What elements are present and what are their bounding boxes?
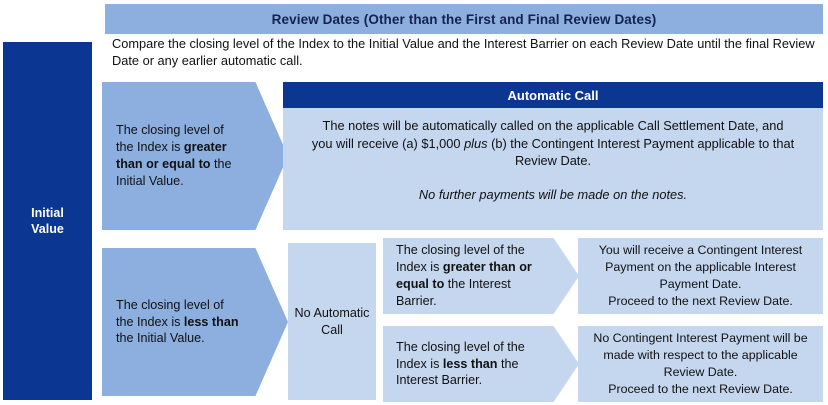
automatic-call-paragraph-2: No further payments will be made on the … [418, 186, 688, 202]
branch-ge-condition-text: The closing level of the Index is greate… [116, 123, 232, 188]
no-automatic-call-label: No Automatic Call [294, 305, 370, 337]
automatic-call-title: Automatic Call [507, 87, 599, 103]
barrier-ge-condition-text: The closing level of the Index is greate… [396, 243, 532, 308]
intro-paragraph: Compare the closing level of the Index t… [112, 36, 815, 68]
review-dates-banner: Review Dates (Other than the First and F… [105, 4, 823, 34]
automatic-call-body: The notes will be automatically called o… [283, 108, 823, 204]
branch-greater-equal-initial-value: The closing level of the Index is greate… [102, 82, 288, 230]
barrier-lt-condition-text: The closing level of the Index is less t… [396, 339, 525, 388]
outcome-contingent-interest-paid: You will receive a Contingent Interest P… [578, 238, 823, 314]
automatic-call-paragraph-1: The notes will be automatically called o… [311, 118, 795, 169]
branch-less-than-initial-value: The closing level of the Index is less t… [102, 248, 288, 396]
outcome-top-text: You will receive a Contingent Interest P… [598, 243, 803, 308]
branch-greater-equal-interest-barrier: The closing level of the Index is greate… [383, 238, 579, 314]
branch-lt-condition-text: The closing level of the Index is less t… [116, 297, 239, 346]
automatic-call-panel: Automatic Call The notes will be automat… [283, 82, 823, 230]
banner-title: Review Dates (Other than the First and F… [271, 11, 657, 27]
outcome-bottom-text: No Contingent Interest Payment will be m… [593, 331, 808, 396]
outcome-no-contingent-interest: No Contingent Interest Payment will be m… [578, 326, 823, 402]
no-automatic-call-box: No Automatic Call [288, 243, 376, 400]
automatic-call-header: Automatic Call [283, 82, 823, 108]
branch-less-than-interest-barrier: The closing level of the Index is less t… [383, 326, 579, 402]
